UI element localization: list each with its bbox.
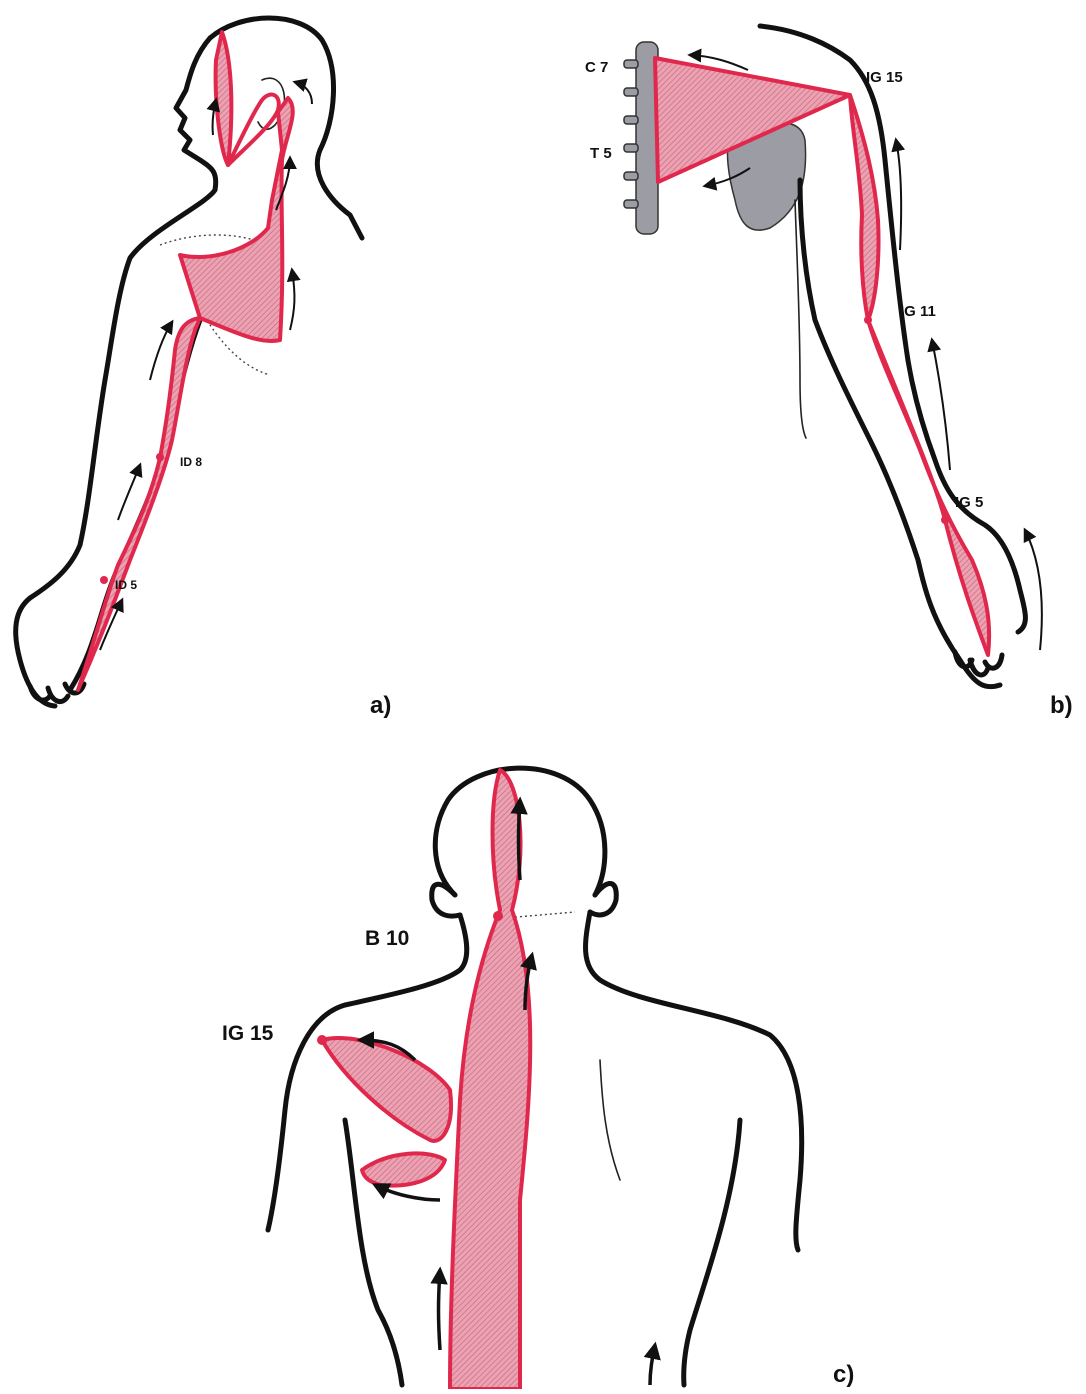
panel-b-arrow-3: [896, 140, 901, 250]
point-c7-label: C 7: [585, 59, 608, 76]
panel-b-arrow-5: [1025, 530, 1042, 650]
panel-a-arrow-4: [290, 270, 294, 330]
panel-c-torso-right: [684, 1120, 740, 1385]
panel-b-arrow-4: [932, 340, 950, 470]
point-ig15-c-label: IG 15: [222, 1022, 274, 1045]
point-ig11-marker: [864, 316, 872, 324]
panel-c-ear-right: [590, 884, 616, 915]
panel-b-spine: [624, 42, 658, 234]
panel-a-channel-arm: [78, 318, 200, 690]
panel-c-back-line: [600, 1060, 620, 1180]
point-ig5-label: IG 5: [955, 494, 983, 511]
panel-b-hand-fingers: [955, 652, 1002, 675]
panel-a: ID 8 ID 5 a): [16, 18, 392, 719]
panel-c-neck-shoulders: [268, 912, 802, 1250]
panel-a-channel-chest: [180, 98, 293, 341]
panel-a-fingers: [30, 684, 84, 702]
point-id5-marker: [100, 576, 108, 584]
point-id8-marker: [156, 453, 164, 461]
point-b10-marker: [493, 911, 503, 921]
panel-a-arrow-7: [295, 82, 312, 104]
panel-c-channel-scapula-upper: [322, 1038, 451, 1141]
panel-a-channel-cheek-loop: [228, 95, 279, 165]
panel-c-label: c): [833, 1361, 854, 1388]
point-ig11-label: IG 11: [900, 303, 936, 320]
panel-b-label: b): [1050, 692, 1073, 719]
point-id5-label: ID 5: [115, 578, 137, 592]
panel-c-arrow-6: [650, 1345, 655, 1385]
panel-c: B 10 IG 15 c): [222, 768, 854, 1389]
point-ig5-marker: [941, 516, 949, 524]
point-ig15-c-marker: [317, 1035, 327, 1045]
panel-c-ear-left: [432, 884, 460, 916]
point-ig15-label: IG 15: [866, 69, 903, 86]
panel-c-channel-scapula-lower: [362, 1153, 445, 1185]
panel-a-arrow-6: [213, 100, 216, 135]
panel-a-label: a): [370, 692, 391, 719]
point-b10-label: B 10: [365, 927, 409, 950]
panel-a-arrow-3: [150, 322, 172, 380]
panel-a-channel-face: [216, 32, 232, 165]
point-id8-label: ID 8: [180, 455, 202, 469]
point-t5-label: T 5: [590, 145, 612, 162]
panel-b: C 7 T 5 IG 15 IG 11 IG 5 b): [585, 26, 1073, 719]
panel-a-arrow-2: [118, 465, 140, 520]
panel-c-arrow-5: [439, 1270, 441, 1350]
panel-c-arrow-1: [519, 800, 521, 880]
